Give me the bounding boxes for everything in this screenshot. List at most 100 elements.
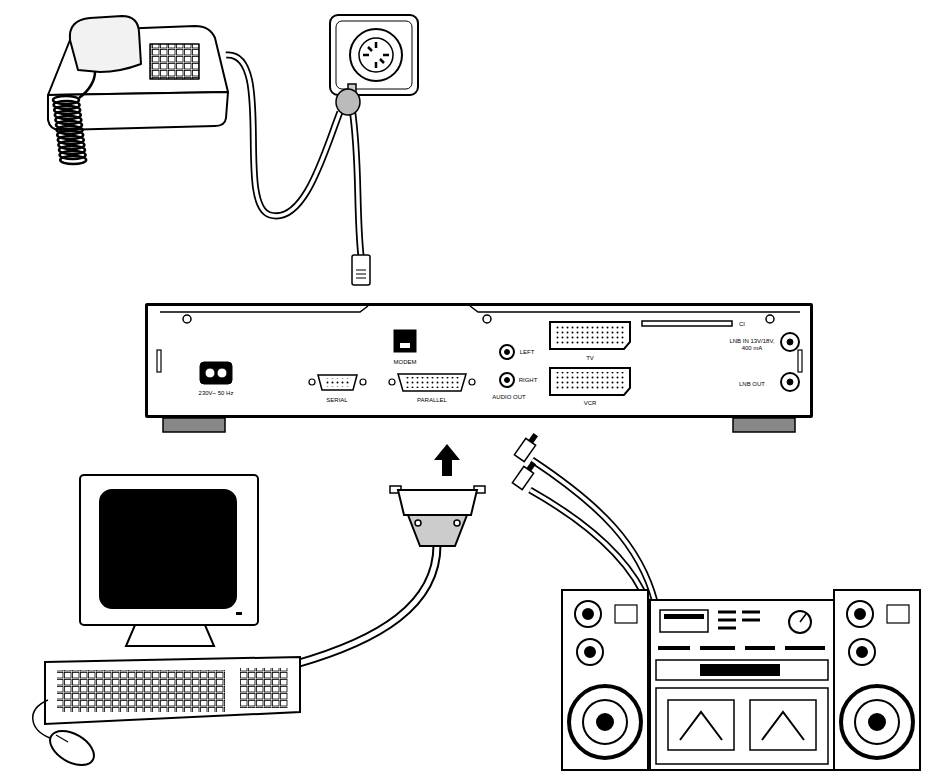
power-pin — [205, 368, 215, 378]
cassette-deck — [656, 688, 828, 764]
parallel-pins — [404, 377, 460, 388]
keyboard — [45, 657, 300, 724]
phone-keypad — [150, 44, 199, 79]
rj11-body — [352, 255, 370, 285]
woofer — [569, 686, 641, 758]
modem-notch — [400, 343, 410, 348]
monitor-stand — [126, 625, 214, 646]
panel-screw — [766, 315, 774, 323]
tweeter — [575, 601, 601, 627]
insert-arrow — [434, 444, 460, 476]
serial-pins — [324, 378, 351, 387]
socket-inner — [359, 38, 393, 72]
panel-screw — [483, 315, 491, 323]
cassette-reels — [680, 712, 804, 740]
adapter-body — [336, 89, 360, 115]
port-label: AUDIO OUT — [492, 394, 525, 401]
voltage-label: 230V~ 50 Hz — [199, 390, 234, 397]
plug-shell — [408, 515, 467, 546]
rca-body — [514, 438, 535, 461]
scart-vcr — [550, 368, 630, 395]
plug-face — [398, 490, 477, 515]
shell-screw — [454, 520, 460, 526]
tuner-band — [656, 660, 828, 680]
tweeter-dome — [855, 609, 865, 619]
amplifier — [650, 600, 834, 770]
rca-body — [512, 466, 533, 489]
rca-plug — [514, 432, 540, 462]
midrange-dome — [857, 647, 867, 657]
cord-lead — [79, 72, 95, 98]
mouse-button — [56, 735, 68, 742]
lnb-out-connector — [781, 373, 799, 391]
socket-face — [350, 29, 402, 81]
rca-center — [505, 378, 510, 383]
button-row — [658, 646, 825, 650]
port-label: VCR — [584, 400, 597, 407]
phone-cord — [53, 72, 95, 164]
monitor-screen — [100, 490, 236, 608]
port-label: PARALLEL — [417, 397, 447, 404]
line-cable-core — [352, 108, 361, 256]
power-pin — [217, 368, 227, 378]
receiver-foot — [733, 418, 795, 432]
cassette-window — [750, 700, 816, 750]
woofer-cone — [583, 700, 627, 744]
panel-side-slot — [157, 350, 161, 372]
phone-cable-core — [226, 55, 340, 216]
keyboard-keys — [57, 670, 225, 712]
panel-side-slot — [798, 350, 802, 372]
db25-plug — [390, 486, 485, 546]
phone-handset — [70, 16, 141, 72]
mouse — [44, 724, 100, 772]
scart-pins — [555, 372, 625, 391]
monitor-led — [236, 612, 242, 615]
port-label: LEFT — [520, 349, 535, 356]
woofer — [841, 686, 913, 758]
lnb-pin — [787, 339, 793, 345]
monitor-case — [80, 475, 258, 625]
socket-plate — [330, 15, 418, 95]
adapter-plug — [336, 84, 360, 115]
computer — [33, 475, 300, 772]
port-label: TV — [586, 355, 594, 362]
phone-cable — [226, 55, 340, 216]
speaker-right — [834, 590, 920, 770]
mouse-cable — [33, 700, 50, 738]
audio-cable-core — [530, 490, 648, 604]
panel-top-bevel — [160, 306, 800, 312]
parallel-cable — [296, 545, 437, 664]
lnb-pin — [787, 379, 793, 385]
port-screw — [360, 379, 366, 385]
rj11-plug — [352, 255, 370, 285]
ci-slot — [642, 321, 732, 326]
midrange-dome — [585, 647, 595, 657]
speaker-meter — [615, 605, 637, 623]
display — [660, 610, 708, 632]
woofer-cap — [597, 714, 613, 730]
knob-mark — [800, 614, 806, 622]
woofer-cap — [869, 714, 885, 730]
midrange — [577, 639, 603, 665]
wall-socket — [330, 15, 418, 95]
rca-jack — [500, 345, 514, 359]
display-bar — [664, 614, 704, 619]
scart-tv — [550, 322, 630, 349]
receiver-ports — [157, 306, 802, 432]
rca-center — [505, 350, 510, 355]
receiver-foot — [163, 418, 225, 432]
woofer-cone — [855, 700, 899, 744]
port-label: RIGHT — [519, 377, 538, 384]
port-screw — [309, 379, 315, 385]
port-screw — [389, 379, 395, 385]
tweeter — [847, 601, 873, 627]
port-label: MODEM — [394, 359, 417, 366]
socket-rim — [336, 21, 412, 89]
panel-screw — [183, 315, 191, 323]
cassette-window — [668, 700, 734, 750]
phone-front — [48, 92, 228, 130]
telephone — [48, 16, 228, 130]
midrange — [849, 639, 875, 665]
